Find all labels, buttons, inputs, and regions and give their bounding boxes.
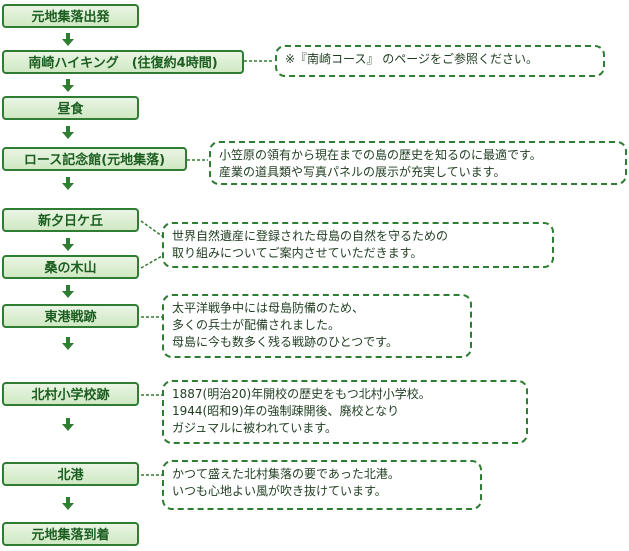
down-arrow-icon xyxy=(62,285,74,298)
note-roce-line-1: 小笠原の領有から現在までの島の歴史を知るのに最適です。 xyxy=(219,148,542,162)
note-roce-memorial: 小笠原の領有から現在までの島の歴史を知るのに最適です。 産業の道具類や写真パネル… xyxy=(209,141,627,185)
down-arrow-icon xyxy=(62,337,74,350)
connector-yuhi xyxy=(140,220,163,237)
step-kuwanokiyama: 桑の木山 xyxy=(2,255,139,279)
note-war-line-1: 太平洋戦争中には母島防備のため、 xyxy=(172,301,365,315)
down-arrow-icon xyxy=(62,79,74,92)
step-kitako: 北港 xyxy=(2,462,139,486)
note-war-line-2: 多くの兵士が配備されました。 xyxy=(172,318,341,332)
note-minamizaki-line-1: ※『南崎コース』 のページをご参照ください。 xyxy=(285,52,539,66)
step-lunch: 昼食 xyxy=(2,96,139,120)
note-war-line-3: 母島に今も数多く残る戦跡のひとつです。 xyxy=(172,335,398,349)
note-school-line-2: 1944(昭和9)年の強制疎開後、廃校となり xyxy=(172,404,400,418)
down-arrow-icon xyxy=(62,238,74,251)
step-kitamura-school-site: 北村小学校跡 xyxy=(2,382,139,406)
down-arrow-icon xyxy=(62,497,74,510)
down-arrow-icon xyxy=(62,126,74,139)
step-shin-yuhigaoka: 新夕日ケ丘 xyxy=(2,208,139,232)
note-roce-line-2: 産業の道具類や写真パネルの展示が充実しています。 xyxy=(219,165,506,179)
step-arrival: 元地集落到着 xyxy=(2,522,139,546)
note-school-line-3: ガジュマルに被われています。 xyxy=(172,421,338,435)
down-arrow-icon xyxy=(62,33,74,46)
note-nature-line-2: 取り組みについてご案内させていただきます。 xyxy=(172,246,423,260)
note-nature-heritage: 世界自然遺産に登録された母島の自然を守るための 取り組みについてご案内させていた… xyxy=(162,222,554,268)
connector-kuwa xyxy=(140,255,163,269)
note-war-site: 太平洋戦争中には母島防備のため、 多くの兵士が配備されました。 母島に今も数多く… xyxy=(162,294,472,358)
step-minamizaki-hiking: 南崎ハイキング (往復約4時間) xyxy=(2,50,244,74)
note-school-line-1: 1887(明治20)年開校の歴史をもつ北村小学校。 xyxy=(172,387,431,401)
step-roce-memorial: ロース記念館(元地集落) xyxy=(2,147,187,171)
step-start: 元地集落出発 xyxy=(2,4,139,28)
note-nature-line-1: 世界自然遺産に登録された母島の自然を守るための xyxy=(172,229,449,243)
note-port-line-2: いつも心地よい風が吹き抜けています。 xyxy=(172,484,387,498)
down-arrow-icon xyxy=(62,418,74,431)
down-arrow-icon xyxy=(62,177,74,190)
note-school-site: 1887(明治20)年開校の歴史をもつ北村小学校。 1944(昭和9)年の強制疎… xyxy=(162,380,528,444)
note-port-line-1: かつて盛えた北村集落の要であった北港。 xyxy=(172,467,400,481)
note-kitako: かつて盛えた北村集落の要であった北港。 いつも心地よい風が吹き抜けています。 xyxy=(162,460,482,510)
note-minamizaki: ※『南崎コース』 のページをご参照ください。 xyxy=(275,45,605,77)
step-higashiminato-war-site: 東港戦跡 xyxy=(2,304,139,328)
